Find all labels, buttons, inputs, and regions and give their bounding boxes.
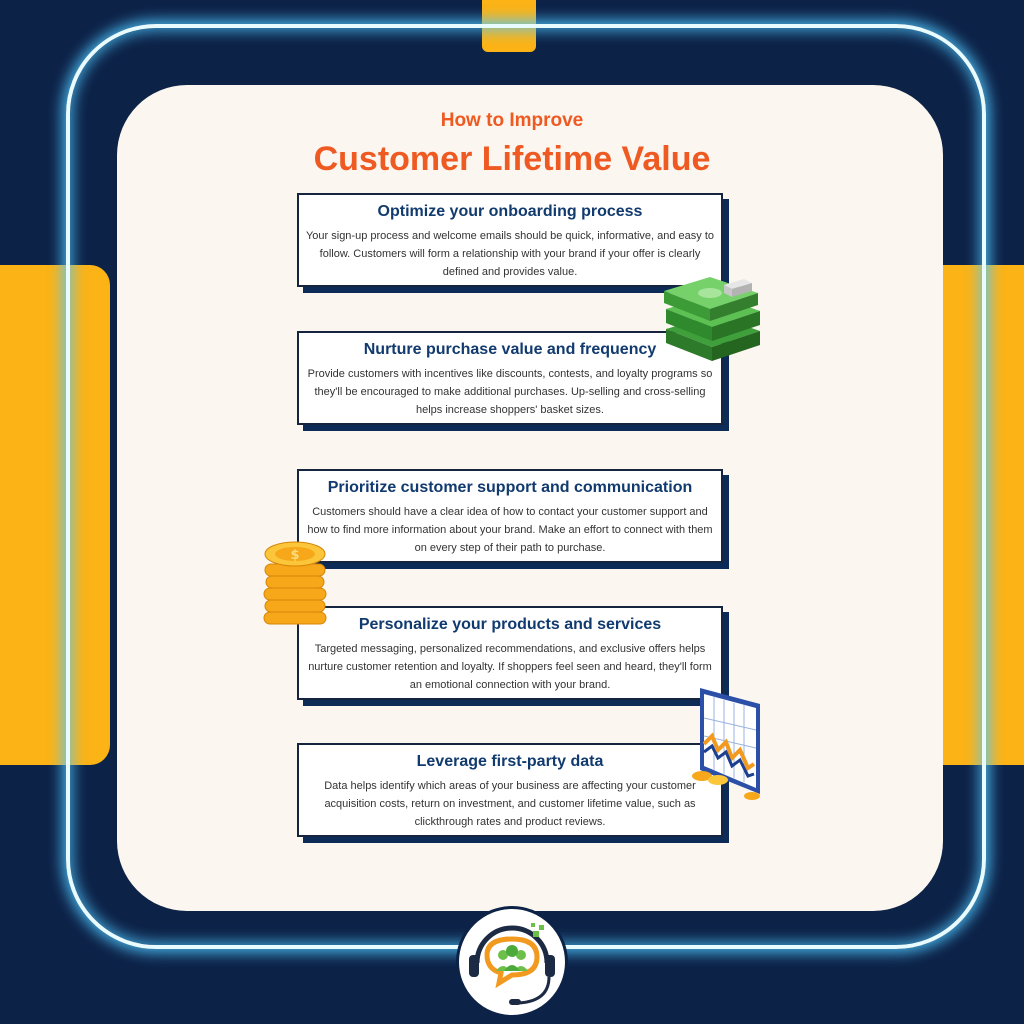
- coin-stack-icon: $: [263, 541, 327, 625]
- brand-logo: [456, 906, 568, 1018]
- tip-card-purchase: Nurture purchase value and frequency Pro…: [297, 331, 723, 425]
- tip-body: Your sign-up process and welcome emails …: [305, 230, 715, 278]
- tip-body: Customers should have a clear idea of ho…: [307, 506, 713, 554]
- tip-heading: Prioritize customer support and communic…: [327, 479, 693, 496]
- tip-heading: Nurture purchase value and frequency: [363, 341, 657, 358]
- tip-card-onboarding: Optimize your onboarding process Your si…: [297, 193, 723, 287]
- tip-card-personalize: Personalize your products and services T…: [297, 606, 723, 700]
- infographic-subtitle: How to Improve: [440, 110, 584, 131]
- customer-support-logo-icon: [469, 923, 555, 1005]
- tip-heading: Optimize your onboarding process: [377, 203, 643, 220]
- tip-heading: Leverage first-party data: [416, 753, 604, 770]
- tip-body: Targeted messaging, personalized recomme…: [308, 643, 712, 691]
- left-accent-band: [0, 265, 110, 765]
- tip-card-data: Leverage first-party data Data helps ide…: [297, 743, 723, 837]
- infographic-title: Customer Lifetime Value: [313, 140, 711, 178]
- tip-body: Data helps identify which areas of your …: [324, 780, 696, 828]
- tip-heading: Personalize your products and services: [358, 616, 662, 633]
- tip-body: Provide customers with incentives like d…: [307, 368, 713, 416]
- tip-card-support: Prioritize customer support and communic…: [297, 469, 723, 563]
- chart-monitor-icon: [692, 688, 760, 800]
- cash-stack-icon: [664, 277, 760, 361]
- svg-text:$: $: [290, 548, 299, 563]
